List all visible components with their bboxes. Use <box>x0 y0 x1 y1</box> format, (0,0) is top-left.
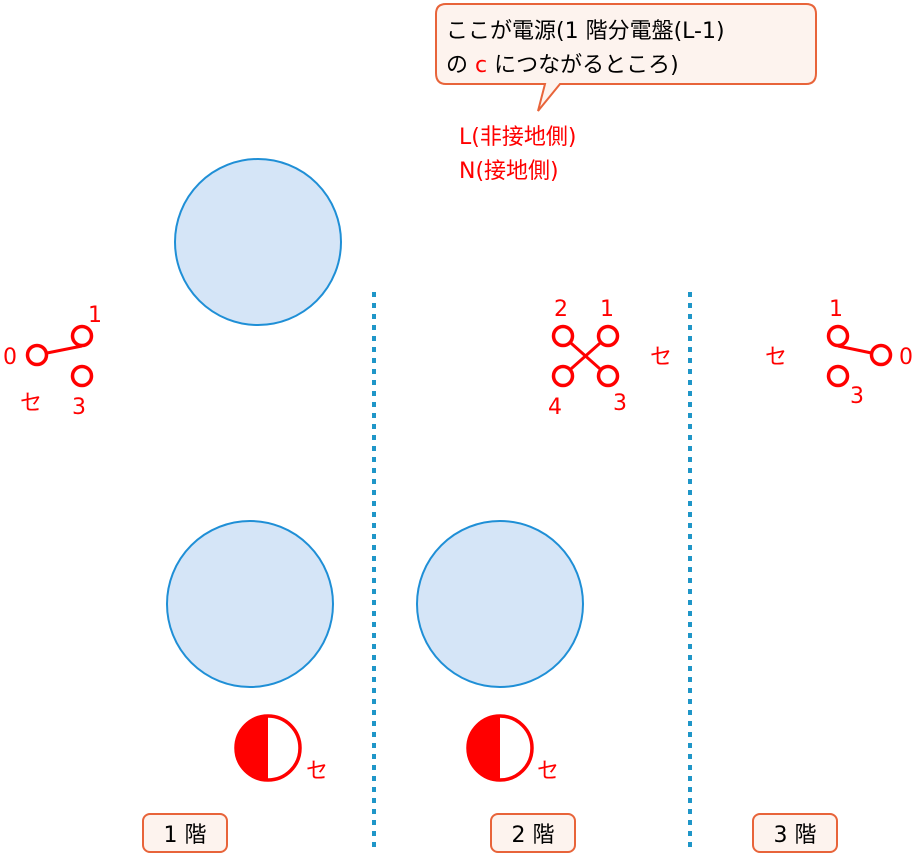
switch-left-label-1: 1 <box>88 303 102 328</box>
outlet-2f-ring <box>466 714 534 782</box>
switch-right-label-3: 3 <box>850 384 864 409</box>
outlet-2f: セ <box>466 714 559 784</box>
outlet-1f-mark: セ <box>306 759 328 784</box>
switch-left-label-0: 0 <box>3 345 17 370</box>
callout: ここが電源(1 階分電盤(L-1) の c につながるところ) <box>435 3 817 112</box>
switch-right-terminal-0 <box>869 343 893 367</box>
switch-left-label-3: 3 <box>72 395 86 420</box>
switch-right-terminal-3 <box>826 364 850 388</box>
switch-center-label-1: 1 <box>600 297 614 322</box>
switch-left-terminal-0 <box>25 343 49 367</box>
floor-label-1-box <box>142 813 228 853</box>
switch-center-terminal-4 <box>551 364 575 388</box>
outlet-1f-filled-half <box>235 715 268 781</box>
callout-balloon <box>435 3 817 112</box>
callout-terminal-c: c <box>475 53 487 78</box>
light-fixture-1f-upper <box>174 158 342 326</box>
outlet-2f-filled-half <box>467 715 500 781</box>
power-label-l: L(非接地側) <box>459 125 576 150</box>
switch-3way-right: 1 0 3 セ <box>765 297 913 409</box>
switch-right-terminal-1 <box>826 324 850 348</box>
switch-left-terminal-3 <box>70 364 94 388</box>
switch-center-label-4: 4 <box>548 395 562 420</box>
switch-3way-left: 0 1 3 セ <box>3 303 102 420</box>
callout-line-2-pre: の <box>446 53 475 78</box>
switch-center-label-3: 3 <box>613 391 627 416</box>
switch-right-mark: セ <box>765 345 787 370</box>
power-label-n: N(接地側) <box>459 159 559 184</box>
light-fixture-2f <box>416 520 584 688</box>
switch-right-label-0: 0 <box>899 345 913 370</box>
floor-label-2: 2 階 <box>490 813 576 853</box>
floor-label-3-box <box>752 813 838 853</box>
callout-line-2-post: につながるところ) <box>487 53 679 78</box>
switch-left-mark: セ <box>20 391 42 416</box>
outlet-2f-mark: セ <box>537 759 559 784</box>
floor-label-2-box <box>490 813 576 853</box>
switch-center-terminal-1 <box>596 324 620 348</box>
outlet-1f-ring <box>234 714 302 782</box>
switch-center-terminal-2 <box>551 324 575 348</box>
floor-label-1: 1 階 <box>142 813 228 853</box>
switch-center-label-2: 2 <box>554 297 568 322</box>
switch-right-label-1: 1 <box>829 297 843 322</box>
floor-label-1-text: 1 階 <box>164 823 207 848</box>
switch-4way-center: 2 1 4 3 セ <box>548 297 672 420</box>
switch-center-terminal-3 <box>596 364 620 388</box>
callout-line-2: の c につながるところ) <box>446 53 679 78</box>
outlet-1f: セ <box>234 714 328 784</box>
floor-label-3-text: 3 階 <box>774 823 817 848</box>
switch-center-mark: セ <box>650 345 672 370</box>
floor-label-2-text: 2 階 <box>512 823 555 848</box>
callout-line-1: ここが電源(1 階分電盤(L-1) <box>446 19 725 44</box>
light-fixture-1f-lower <box>166 520 334 688</box>
floor-label-3: 3 階 <box>752 813 838 853</box>
switch-left-terminal-1 <box>70 324 94 348</box>
